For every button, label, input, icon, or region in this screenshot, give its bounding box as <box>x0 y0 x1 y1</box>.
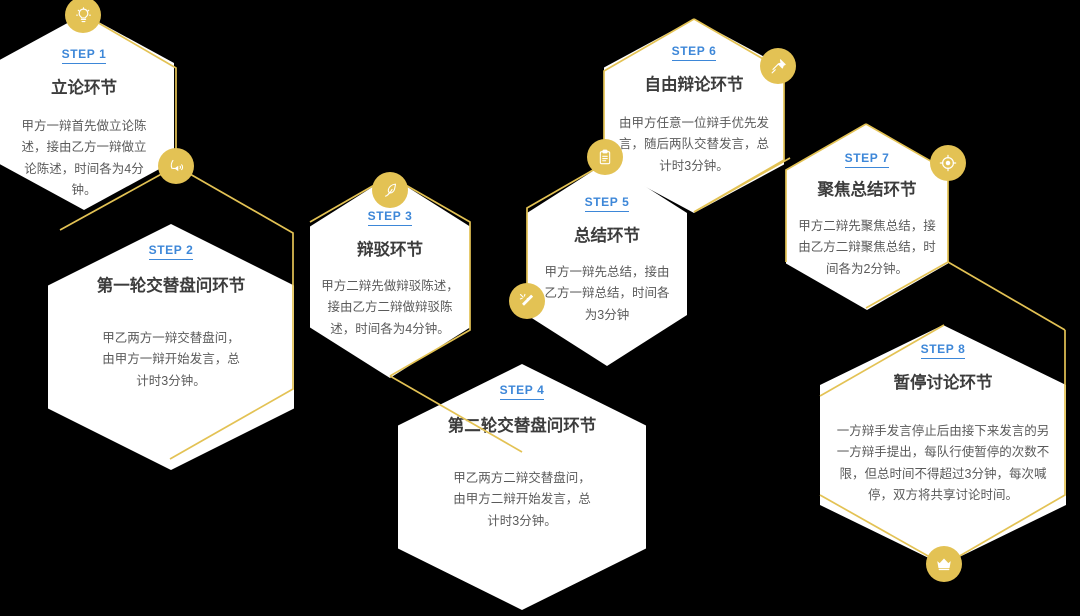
step-label-4: STEP 4 <box>499 383 545 401</box>
badge-target[interactable] <box>930 145 966 181</box>
step-label-3: STEP 3 <box>367 209 413 227</box>
lightbulb-icon <box>75 6 92 24</box>
badge-crown[interactable] <box>926 546 962 582</box>
step-body-5: 甲方一辩先总结，接由乙方一辩总结，时间各为3分钟 <box>544 264 670 322</box>
magic-wand-icon <box>518 292 536 310</box>
step-label-8: STEP 8 <box>920 342 966 360</box>
step-label-5: STEP 5 <box>584 195 630 213</box>
crown-icon <box>935 555 953 573</box>
badge-magic-wand[interactable] <box>509 283 545 319</box>
step-label-6: STEP 6 <box>671 44 717 62</box>
badge-megaphone[interactable] <box>158 148 194 184</box>
target-icon <box>939 154 957 172</box>
step-label-1: STEP 1 <box>61 47 107 65</box>
step-body-2: 甲乙两方一辩交替盘问，由甲方一辩开始发言，总计时3分钟。 <box>102 330 240 388</box>
step-card-4[interactable]: STEP 4 第二轮交替盘问环节 甲乙两方二辩交替盘问，由甲方二辩开始发言，总计… <box>398 364 646 610</box>
step-body-8: 一方辩手发言停止后由接下来发言的另一方辩手提出，每队行使暂停的次数不限，但总时间… <box>836 423 1050 503</box>
step-card-1[interactable]: STEP 1 立论环节 甲方一辩首先做立论陈述，接由乙方一辩做立论陈述，时间各为… <box>0 14 174 210</box>
badge-clipboard[interactable] <box>587 139 623 175</box>
step-title-3: 辩驳环节 <box>357 241 423 260</box>
badge-pushpin[interactable] <box>760 48 796 84</box>
step-title-1: 立论环节 <box>50 79 117 98</box>
step-card-2[interactable]: STEP 2 第一轮交替盘问环节 甲乙两方一辩交替盘问，由甲方一辩开始发言，总计… <box>48 224 294 470</box>
step-body-6: 由甲方任意一位辩手优先发言，随后两队交替发言，总计时3分钟。 <box>618 115 769 173</box>
step-title-2: 第一轮交替盘问环节 <box>96 277 246 296</box>
step-title-4: 第二轮交替盘问环节 <box>447 417 597 436</box>
step-label-2: STEP 2 <box>148 243 194 261</box>
step-body-3: 甲方二辩先做辩驳陈述，接由乙方二辩做辩驳陈述，时间各为4分钟。 <box>321 278 459 336</box>
megaphone-icon <box>168 158 185 175</box>
step-body-1: 甲方一辩首先做立论陈述，接由乙方一辩做立论陈述，时间各为4分钟。 <box>21 118 147 198</box>
step-title-7: 聚焦总结环节 <box>817 181 917 200</box>
step-body-7: 甲方二辩先聚焦总结，接由乙方二辩聚焦总结，时间各为2分钟。 <box>798 218 936 276</box>
step-title-5: 总结环节 <box>574 227 640 246</box>
badge-quill[interactable] <box>372 172 408 208</box>
step-card-7[interactable]: STEP 7 聚焦总结环节 甲方二辩先聚焦总结，接由乙方二辩聚焦总结，时间各为2… <box>786 124 948 310</box>
clipboard-icon <box>597 149 613 165</box>
step-title-8: 暂停讨论环节 <box>893 374 993 393</box>
quill-icon <box>382 182 399 199</box>
step-label-7: STEP 7 <box>844 151 890 169</box>
step-card-8[interactable]: STEP 8 暂停讨论环节 一方辩手发言停止后由接下来发言的另一方辩手提出，每队… <box>820 325 1066 565</box>
step-body-4: 甲乙两方二辩交替盘问，由甲方二辩开始发言，总计时3分钟。 <box>453 470 591 528</box>
step-title-6: 自由辩论环节 <box>644 76 744 95</box>
pushpin-icon <box>770 58 787 75</box>
